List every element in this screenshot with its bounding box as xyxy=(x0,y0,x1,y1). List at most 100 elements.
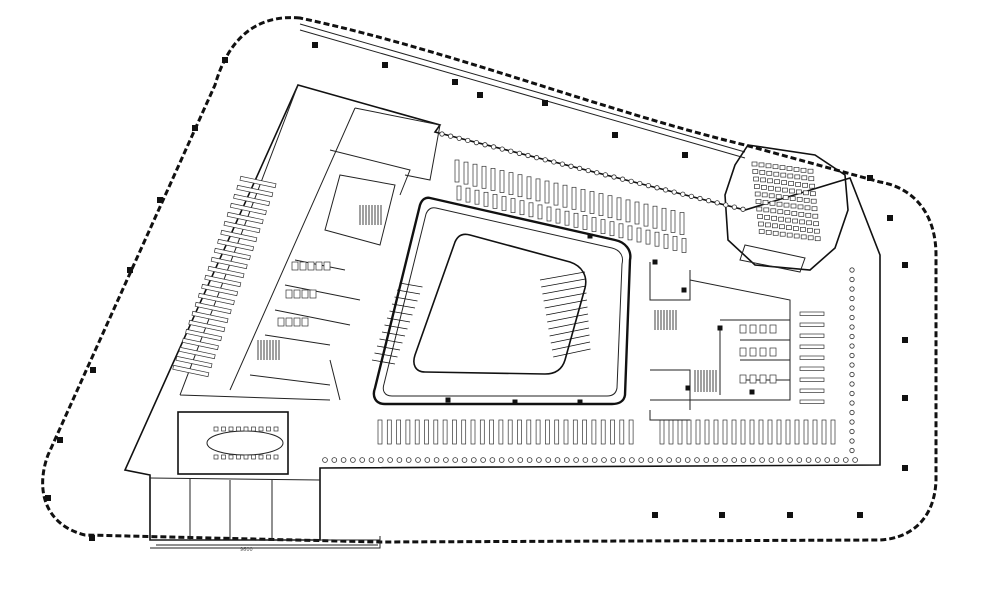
reading-desk xyxy=(799,344,825,349)
auditorium-seat xyxy=(752,169,759,174)
colonnade-post xyxy=(849,381,855,387)
reading-desk xyxy=(619,419,625,445)
colonnade-post xyxy=(849,295,855,302)
structural-column xyxy=(867,175,873,181)
structural-column xyxy=(577,399,583,405)
reading-desk xyxy=(598,193,604,216)
colonnade-post xyxy=(849,352,855,359)
colonnade-post xyxy=(777,457,784,463)
reading-desk xyxy=(799,388,825,393)
reading-desk xyxy=(414,419,420,445)
auditorium-seat xyxy=(793,226,799,231)
auditorium-seat xyxy=(786,166,793,171)
colonnade-post xyxy=(554,457,561,463)
reading-desk xyxy=(610,419,615,445)
colonnade-post xyxy=(712,457,719,463)
colonnade-post xyxy=(415,457,421,463)
auditorium-seat xyxy=(765,230,772,235)
colonnade-post xyxy=(331,457,338,463)
auditorium-seat xyxy=(798,212,805,217)
stair-tread xyxy=(381,331,406,337)
auditorium-seat xyxy=(771,215,777,221)
auditorium-seat xyxy=(813,221,819,227)
reading-desk xyxy=(217,238,255,252)
auditorium-seat xyxy=(800,234,807,240)
reading-desk xyxy=(794,419,800,445)
colonnade-post xyxy=(680,191,686,197)
stair-tread xyxy=(399,282,423,288)
auditorium-seat xyxy=(767,178,773,184)
colonnade-post xyxy=(731,204,738,210)
auditorium-seat xyxy=(764,215,770,220)
auditorium-seat xyxy=(768,185,774,191)
colonnade-post xyxy=(619,457,626,463)
reading-desk xyxy=(758,419,764,445)
structural-column xyxy=(90,367,96,373)
auditorium-seat xyxy=(775,186,781,192)
scale-bar-label: 9600 xyxy=(240,547,253,553)
structural-column xyxy=(89,535,95,541)
structural-column xyxy=(157,197,163,203)
auditorium-seat xyxy=(792,218,798,224)
auditorium-seat xyxy=(787,173,794,179)
colonnade-post xyxy=(849,343,855,349)
auditorium-seat xyxy=(805,212,812,218)
colonnade-post xyxy=(805,457,812,463)
colonnade-post xyxy=(787,457,793,463)
meeting-chair xyxy=(258,426,264,432)
colonnade-post xyxy=(585,167,591,174)
reading-desk xyxy=(821,419,827,445)
structural-column xyxy=(192,125,198,131)
reading-desk xyxy=(600,219,606,234)
colonnade-post xyxy=(684,457,691,463)
reading-desk xyxy=(236,184,274,198)
auditorium-seat xyxy=(754,184,760,189)
bottom-reading-desks xyxy=(377,419,836,445)
structural-column xyxy=(57,437,63,443)
structural-column xyxy=(749,389,755,395)
reading-desk xyxy=(618,223,624,239)
colonnade-post xyxy=(759,457,765,463)
auditorium-seat xyxy=(803,190,809,196)
toilet-cubicle xyxy=(299,261,307,271)
toilet-cubicle xyxy=(739,324,747,334)
auditorium-seat xyxy=(782,195,789,200)
reading-desk xyxy=(207,265,245,279)
structural-column xyxy=(512,399,518,405)
colonnade-post xyxy=(563,457,570,463)
toilet-cubicle xyxy=(759,374,767,384)
colonnade-post xyxy=(350,457,356,463)
toilet-cubicle xyxy=(309,289,317,299)
colonnade-post xyxy=(849,333,855,340)
structural-column xyxy=(587,233,593,239)
reading-desk xyxy=(470,419,476,445)
colonnade-post xyxy=(796,457,803,463)
reading-desk xyxy=(537,204,543,220)
auditorium-seat xyxy=(796,189,802,195)
reading-desk xyxy=(580,189,586,212)
auditorium-seat xyxy=(753,176,759,182)
reading-desk xyxy=(572,419,578,445)
auditorium-seat xyxy=(772,230,779,236)
reading-desk xyxy=(571,186,577,210)
colonnade-post xyxy=(697,195,703,202)
reading-desk xyxy=(785,419,791,445)
stair-tread xyxy=(547,313,589,323)
toilet-cubicle xyxy=(301,317,309,327)
toilet-cubicle xyxy=(285,289,293,299)
auditorium-seat xyxy=(796,197,803,202)
reading-desk xyxy=(499,170,505,193)
structural-column xyxy=(685,385,691,391)
colonnade-post xyxy=(447,133,454,139)
reading-desk xyxy=(573,212,579,228)
toilet-cubicle xyxy=(291,261,299,271)
reading-desk xyxy=(645,229,651,245)
toilet-cubicle xyxy=(739,374,747,384)
meeting-chair xyxy=(236,454,241,460)
auditorium-seat xyxy=(755,199,762,204)
reading-desk xyxy=(799,366,825,371)
auditorium-seat xyxy=(754,191,761,197)
structural-column xyxy=(717,325,723,331)
structural-column xyxy=(222,57,228,63)
reading-desk xyxy=(229,202,267,216)
